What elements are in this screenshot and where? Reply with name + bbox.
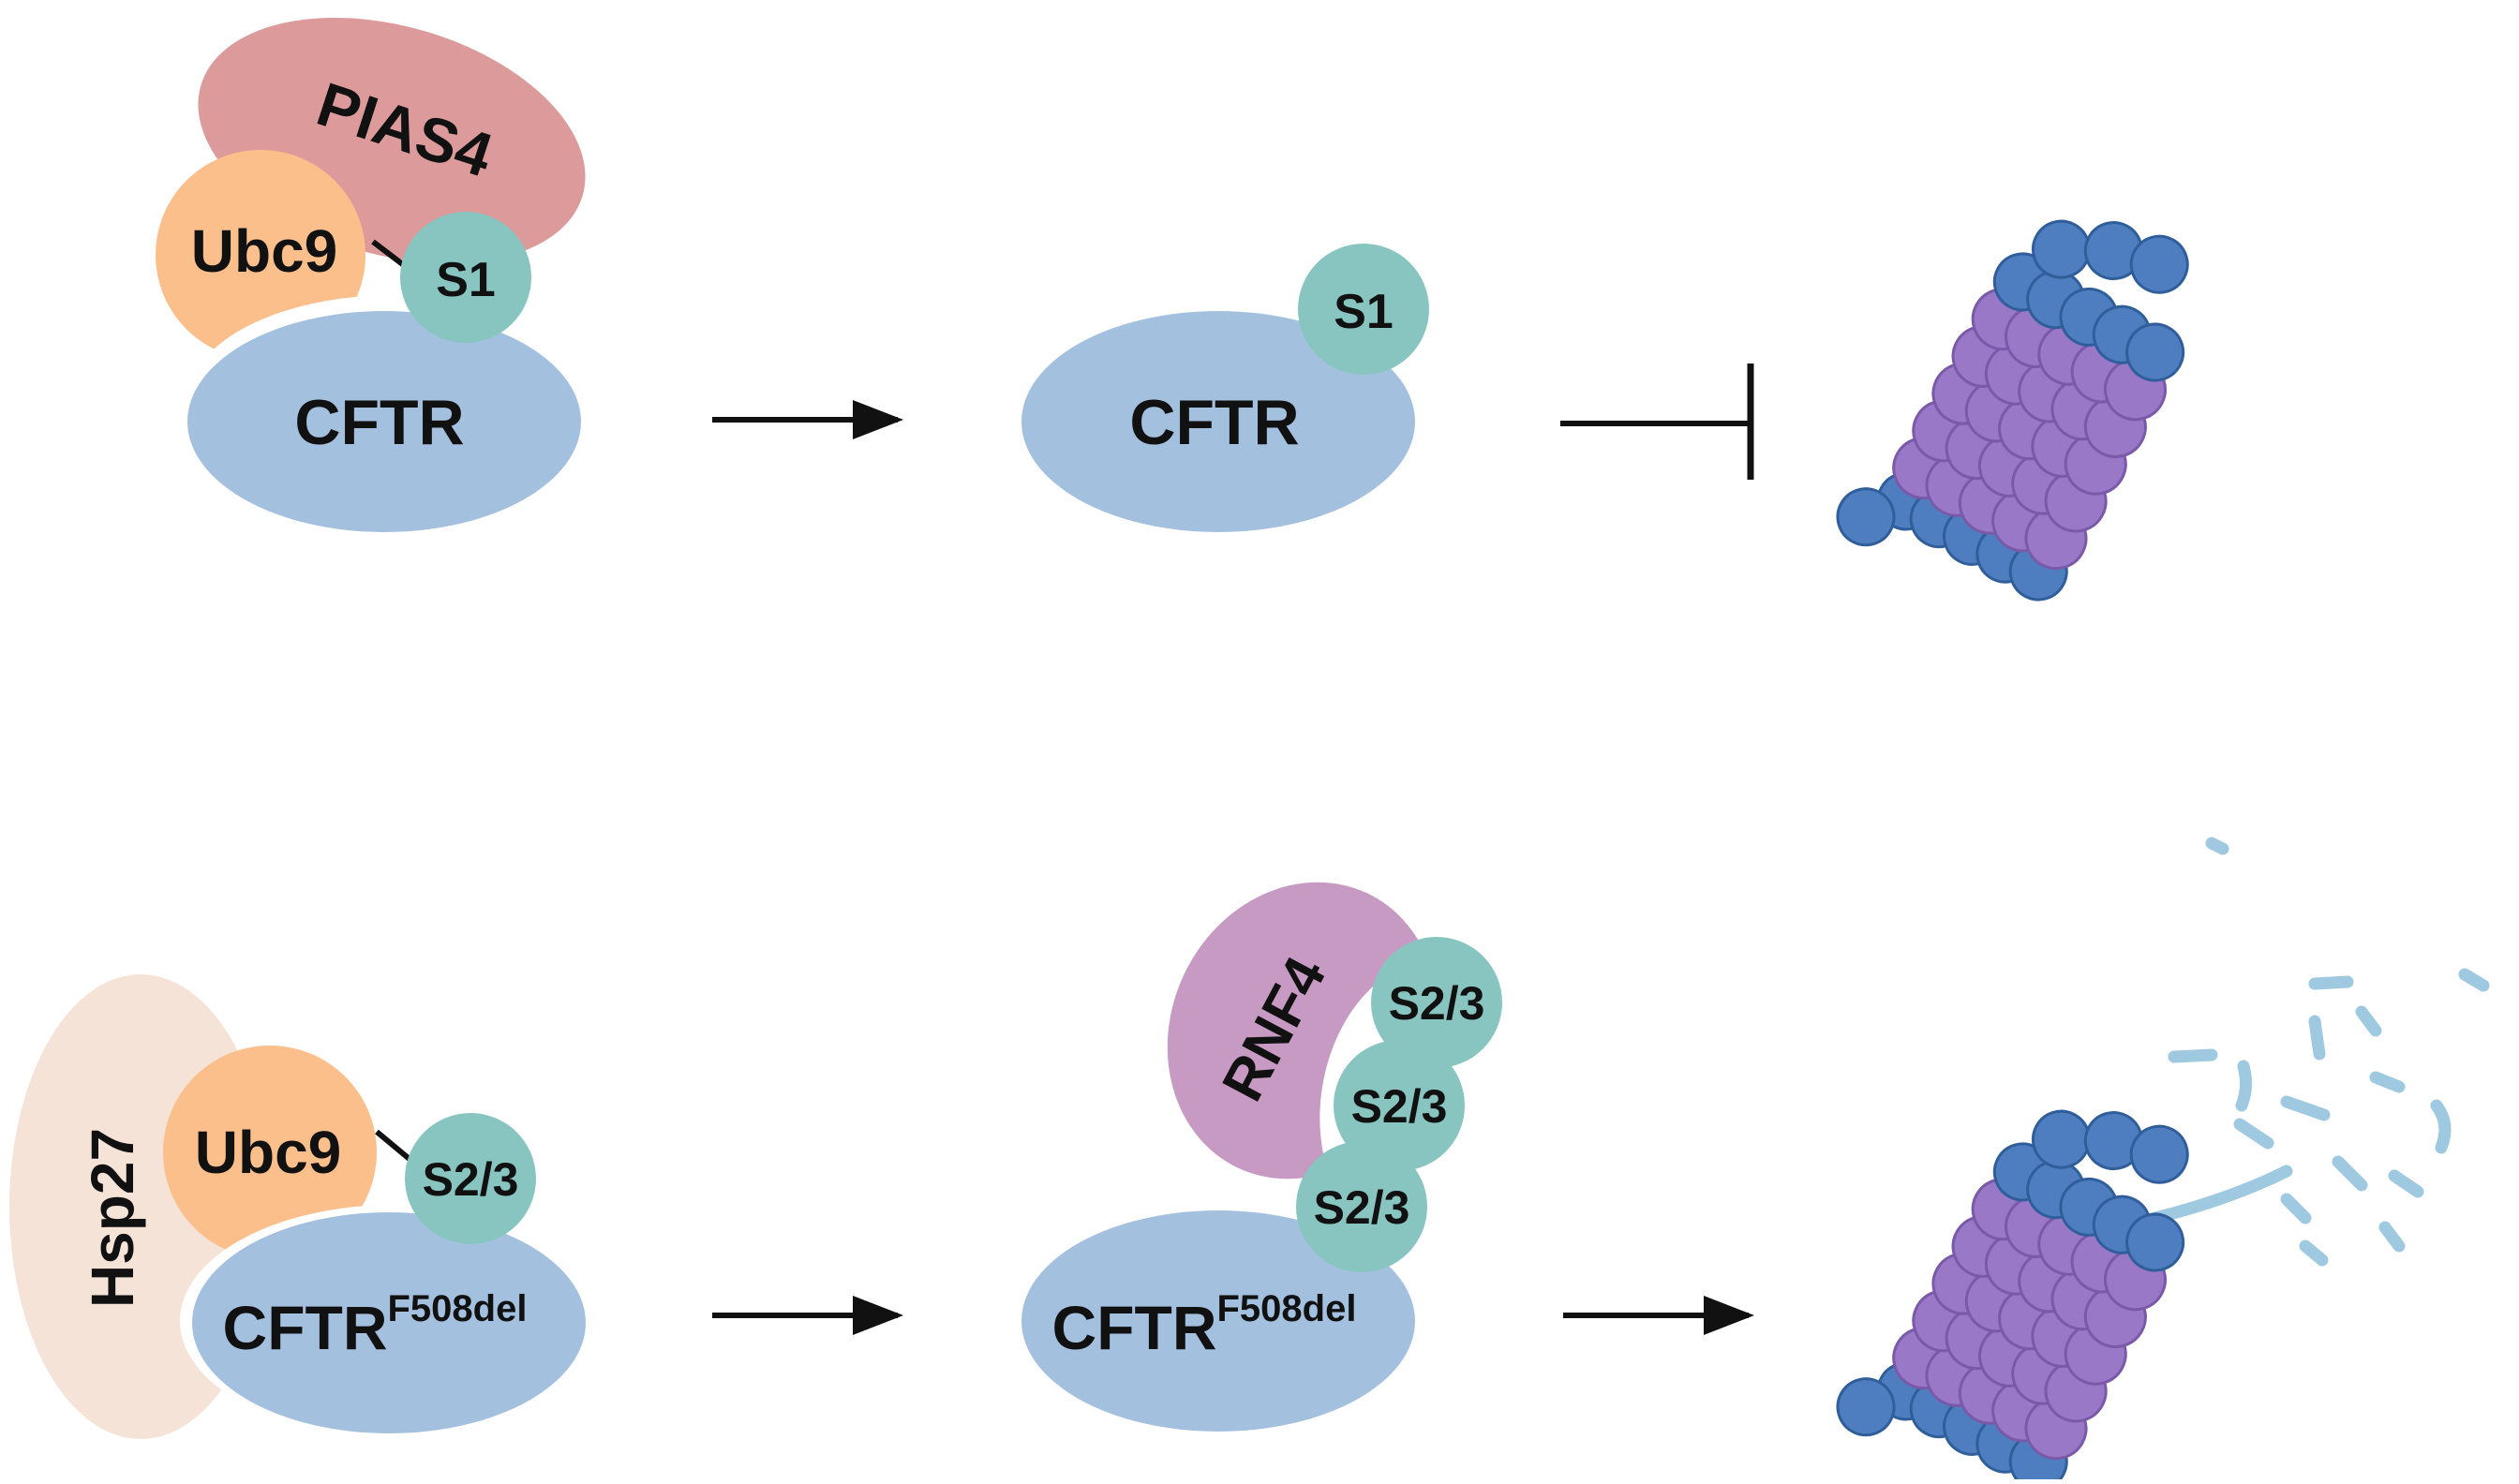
cftr-f508del-product-label: CFTRF508del [1052, 1288, 1357, 1362]
cftr-f508del-superscript: F508del [388, 1288, 528, 1329]
degradation-fragments-icon [2149, 837, 2490, 1267]
cftr-f508del-main: CFTR [223, 1293, 388, 1362]
cftr-shape [187, 311, 581, 532]
sumo-chain-3-shape [1296, 1141, 1427, 1272]
top-proteasome-icon [1836, 219, 2189, 601]
proteasome-cap-subunit [1836, 1377, 1896, 1437]
hsp27-label: Hsp27 [79, 1128, 146, 1308]
sumo23-shape [405, 1113, 536, 1244]
ubc9-label: Ubc9 [191, 217, 338, 285]
proteasome-cap-subunit [2129, 234, 2189, 294]
cftr-product-label: CFTR [1129, 387, 1299, 458]
proteasome-cap-subunit [2129, 1124, 2189, 1184]
poly-sumo-chain: S2/3 S2/3 S2/3 [1296, 937, 1502, 1272]
sumo-chain-1-shape [1371, 937, 1502, 1068]
cftr-f508del-shape [192, 1212, 586, 1433]
cftr-f508del-label: CFTRF508del [223, 1288, 528, 1362]
proteasome-cap-subunit [2125, 322, 2185, 382]
proteasome-cap-subunit [1836, 487, 1896, 547]
sumo23-label: S2/3 [423, 1153, 519, 1206]
cftr-f508del-product-shape [1021, 1210, 1415, 1432]
sumo1-label: S1 [436, 253, 496, 307]
sumo1-product-shape [1298, 244, 1429, 375]
proteasome-cap-subunit [2031, 1109, 2091, 1169]
sumo-chain-2-label: S2/3 [1351, 1080, 1448, 1133]
top-row: PIAS4 Ubc9 CFTR S1 S1 CFTR [156, 17, 2189, 601]
sumo-chain-1-label: S2/3 [1389, 977, 1485, 1030]
bottom-row: Hsp27 Ubc9 CFTRF508del S2/3 RNF4 S2/3 [9, 837, 2490, 1484]
cftr-label: CFTR [294, 387, 464, 458]
cftr-f508del-product-main: CFTR [1052, 1293, 1217, 1362]
ubc9-sumo23-bond-line [375, 1129, 412, 1163]
cftr-f508del-product-superscript: F508del [1217, 1288, 1357, 1329]
bottom-proteasome-icon [1836, 1109, 2189, 1484]
proteasome-cap-subunit [2125, 1212, 2185, 1272]
proteasome-cap-subunit [2031, 219, 2091, 279]
sumo1-shape [400, 212, 531, 343]
top-inhibition-bar-icon [1560, 364, 1754, 480]
sumo-chain-3-label: S2/3 [1314, 1181, 1410, 1234]
cftr-product-shape [1021, 311, 1415, 532]
ubc9-bottom-label: Ubc9 [195, 1119, 342, 1186]
sumo1-product-label: S1 [1334, 285, 1394, 339]
sumo-chain-2-shape [1334, 1040, 1465, 1171]
